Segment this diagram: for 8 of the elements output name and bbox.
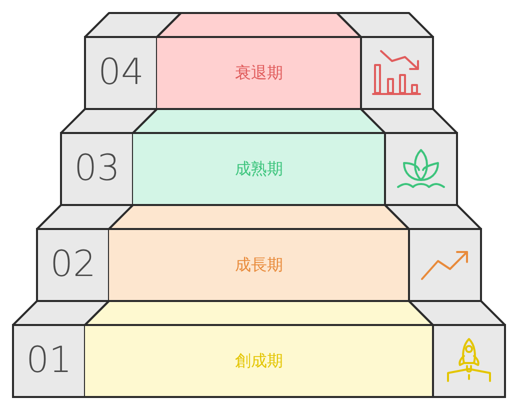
step-number: 02 [50,247,96,283]
stage-label: 衰退期 [235,65,283,81]
step-number: 01 [26,343,72,379]
step-number: 03 [74,151,120,187]
stage-label: 創成期 [235,353,283,369]
stage-label: 成長期 [235,257,283,273]
step-number: 04 [98,55,144,91]
stage-label: 成熟期 [235,161,283,177]
